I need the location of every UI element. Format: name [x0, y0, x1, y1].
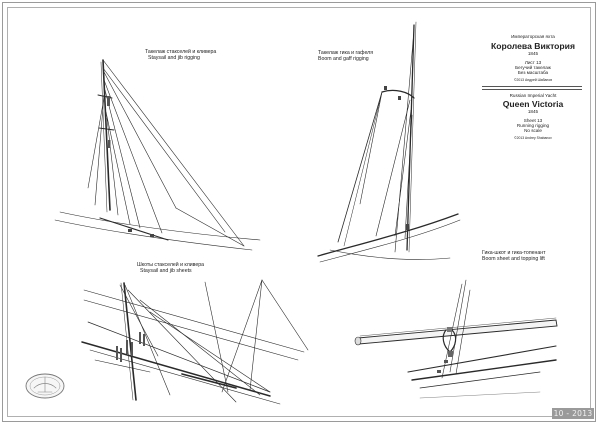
staysail-rigging-view	[54, 59, 261, 251]
title-en: Queen Victoria	[502, 99, 564, 109]
title-ru-subtitle: Императорская яхта	[511, 34, 555, 39]
sheets-caption-en: Staysail and jib sheets	[140, 268, 192, 274]
shipyard-emblem	[25, 373, 65, 399]
title-divider-1	[482, 86, 582, 87]
title-en-credit: ©2013 Andrey Shabanov	[514, 136, 552, 140]
title-ru-sheet: Лист 13	[524, 60, 542, 65]
outer-border	[2, 2, 596, 422]
boom-sheet-view	[354, 279, 558, 399]
title-ru-desc: Бегучий такелаж	[515, 65, 551, 70]
boom-gaff-caption-ru: Такелаж гика и гафеля	[318, 50, 374, 56]
boom-gaff-caption-en: Boom and gaff rigging	[318, 56, 369, 62]
title-ru-year: 1845	[527, 51, 539, 56]
title-en-sheet: Sheet 13	[523, 118, 543, 123]
sheets-caption-ru: Шкоты стакселей и кливера	[137, 262, 205, 268]
boom-sheet-caption-ru: Гика-шкот и гика-топенант	[482, 250, 546, 256]
staysail-rigging-caption-ru: Такелаж стакселей и кливера	[145, 49, 217, 55]
staysail-sheets-view	[81, 279, 309, 405]
inner-border	[7, 7, 591, 417]
title-ru-credit: ©2013 Андрей Шабанов	[513, 78, 552, 82]
title-en-scale: No scale	[524, 128, 542, 133]
title-ru-scale: Без масштаба	[517, 70, 549, 75]
title-divider-2	[482, 89, 582, 90]
title-ru: Королева Виктория	[491, 41, 575, 51]
boom-sheet-caption-en: Boom sheet and topping lift	[482, 256, 545, 262]
boom-gaff-rigging-view	[317, 21, 461, 263]
title-en-desc: Running rigging	[516, 123, 550, 128]
staysail-rigging-caption-en: Staysail and jib rigging	[148, 55, 200, 61]
title-en-year: 1845	[527, 109, 539, 114]
watermark-badge: 10 - 2013	[552, 408, 594, 419]
title-en-subtitle: Russian Imperial Yacht	[509, 93, 557, 98]
